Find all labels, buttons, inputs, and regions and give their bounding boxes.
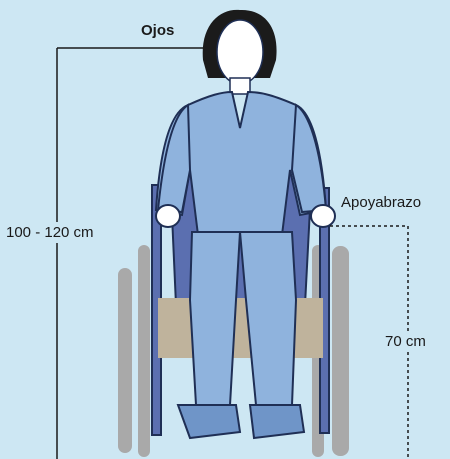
left-wheel-outer [118,268,132,453]
left-leg [190,232,240,405]
right-wheel-outer [332,246,349,456]
total-height-label: 100 - 120 cm [6,222,94,243]
armrest-label: Apoyabrazo [341,194,421,211]
face [217,20,263,84]
armrest-height-label: 70 cm [385,331,426,352]
seat-cushion [158,298,323,358]
left-hand [156,205,180,227]
right-hand [311,205,335,227]
eyes-label: Ojos [141,22,174,39]
right-leg [240,232,296,405]
neck [230,78,250,94]
right-foot [250,405,304,438]
left-wheel-inner [138,245,150,457]
left-foot [178,405,240,438]
